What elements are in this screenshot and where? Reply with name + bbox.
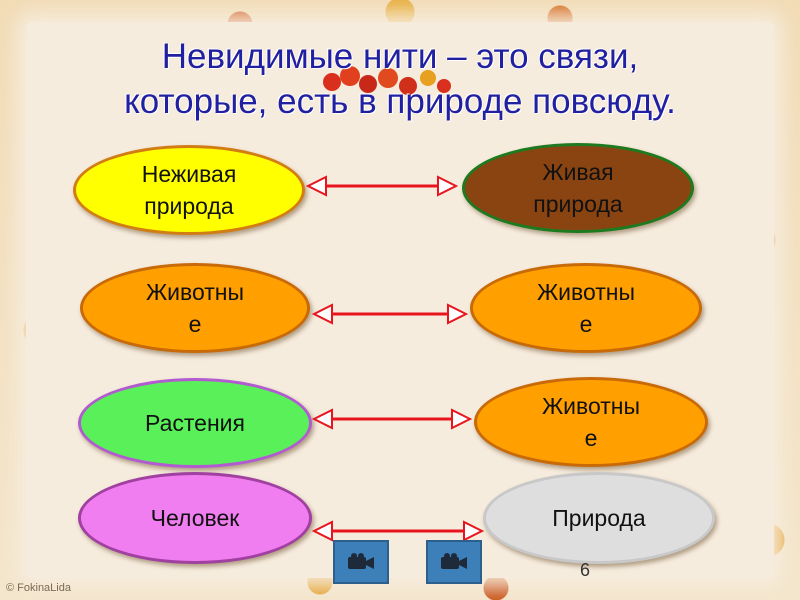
oval-label-line: Животны bbox=[536, 279, 636, 305]
rowan-berries-decoration bbox=[323, 66, 451, 95]
oval-label-line: природа bbox=[533, 191, 623, 217]
oval-label-line: Живая bbox=[542, 159, 614, 185]
title-line-2: которые, есть в природе повсюду. bbox=[124, 82, 676, 121]
oval-plants: Растения bbox=[78, 378, 312, 468]
double-arrow-row-3 bbox=[312, 408, 472, 430]
oval-living-nature: Живая природа bbox=[462, 143, 694, 233]
page-number: 6 bbox=[580, 560, 591, 580]
oval-animals-third: Животны е bbox=[474, 377, 708, 467]
oval-animals-left: Животны е bbox=[80, 263, 310, 353]
oval-label-line: Растения bbox=[145, 410, 245, 436]
oval-nature: Природа bbox=[483, 472, 715, 564]
oval-label-line: Природа bbox=[552, 505, 646, 531]
oval-animals-right: Животны е bbox=[470, 263, 702, 353]
oval-nonliving-nature: Неживая природа bbox=[73, 145, 305, 235]
oval-label-line: природа bbox=[144, 193, 234, 219]
nav-forward-button[interactable] bbox=[426, 540, 482, 584]
oval-label-line: е bbox=[584, 425, 598, 451]
author-credit: © FokinaLida bbox=[6, 582, 71, 594]
oval-label-line: е bbox=[579, 311, 593, 337]
nav-back-button[interactable] bbox=[333, 540, 389, 584]
double-arrow-row-1 bbox=[306, 175, 458, 197]
oval-label-line: Неживая bbox=[141, 161, 237, 187]
oval-label-line: Человек bbox=[150, 505, 240, 531]
title-line-1: Невидимые нити – это связи, bbox=[161, 37, 639, 76]
oval-label-line: Животны bbox=[541, 393, 641, 419]
slide-title: Невидимые нити – это связи, которые, ест… bbox=[40, 34, 760, 124]
camera-icon bbox=[441, 553, 467, 569]
camera-icon bbox=[348, 553, 374, 569]
double-arrow-row-4 bbox=[312, 520, 484, 542]
oval-label-line: Животны bbox=[145, 279, 245, 305]
oval-human: Человек bbox=[78, 472, 312, 564]
double-arrow-row-2 bbox=[312, 303, 468, 325]
oval-label-line: е bbox=[188, 311, 202, 337]
